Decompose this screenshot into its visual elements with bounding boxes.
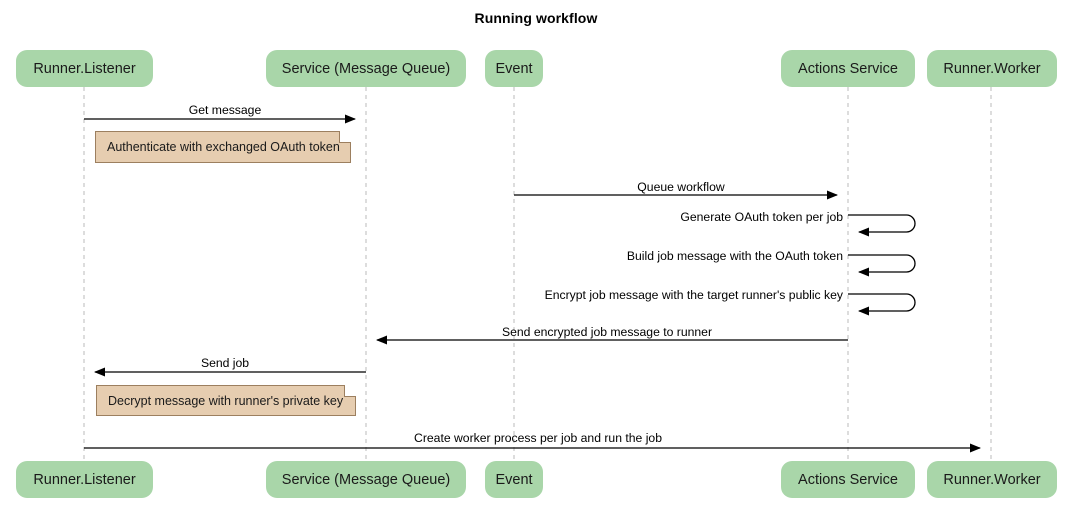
participant-label: Runner.Worker — [943, 60, 1041, 77]
note-text: Decrypt message with runner's private ke… — [108, 393, 344, 408]
note-fold-corner-icon — [339, 131, 351, 143]
message-label-encrypt-job-message-with-the-target-runners-public-key: Encrypt job message with the target runn… — [544, 288, 843, 302]
participant-runner-listener-top[interactable]: Runner.Listener — [16, 50, 153, 87]
note-authenticate-with-exchanged-oauth-token: Authenticate with exchanged OAuth token — [95, 131, 351, 163]
lifelines-group — [83, 87, 992, 461]
message-label-send-encrypted-job-message-to-runner: Send encrypted job message to runner — [501, 325, 713, 339]
self-message-build-job-message-with-the-oauth-token — [848, 254, 916, 277]
participant-event-top[interactable]: Event — [485, 50, 543, 87]
message-label-generate-oauth-token-per-job: Generate OAuth token per job — [680, 210, 843, 224]
participant-label: Actions Service — [798, 471, 898, 488]
participant-label: Event — [495, 60, 533, 77]
participant-label: Actions Service — [798, 60, 898, 77]
self-message-encrypt-job-message-with-the-target-runners-public-key — [848, 293, 916, 316]
participant-runner-worker-bottom[interactable]: Runner.Worker — [927, 461, 1057, 498]
message-label-queue-workflow: Queue workflow — [637, 180, 725, 194]
note-fold-corner-icon — [344, 385, 356, 397]
self-message-generate-oauth-token-per-job — [848, 214, 916, 237]
participant-event-bottom[interactable]: Event — [485, 461, 543, 498]
participant-actions-service-top[interactable]: Actions Service — [781, 50, 915, 87]
participant-label: Runner.Listener — [33, 471, 136, 488]
participant-label: Service (Message Queue) — [281, 60, 451, 77]
message-label-send-job: Send job — [200, 356, 250, 370]
page-title: Running workflow — [474, 10, 598, 26]
message-label-create-worker-process-per-job-and-run-the-job: Create worker process per job and run th… — [414, 431, 662, 445]
note-text: Authenticate with exchanged OAuth token — [107, 140, 340, 154]
participant-service-message-queue-bottom[interactable]: Service (Message Queue) — [266, 461, 466, 498]
participant-runner-worker-top[interactable]: Runner.Worker — [927, 50, 1057, 87]
participant-runner-listener-bottom[interactable]: Runner.Listener — [16, 461, 153, 498]
participant-label: Event — [495, 471, 533, 488]
participant-label: Runner.Listener — [33, 60, 136, 77]
messages-group — [84, 114, 981, 453]
message-label-build-job-message-with-the-oauth-token: Build job message with the OAuth token — [626, 249, 843, 263]
participant-actions-service-bottom[interactable]: Actions Service — [781, 461, 915, 498]
participant-label: Runner.Worker — [943, 471, 1041, 488]
message-label-get-message: Get message — [188, 103, 262, 117]
note-decrypt-message-with-runners-private-key: Decrypt message with runner's private ke… — [96, 385, 356, 416]
participant-label: Service (Message Queue) — [281, 471, 451, 488]
participant-service-message-queue-top[interactable]: Service (Message Queue) — [266, 50, 466, 87]
